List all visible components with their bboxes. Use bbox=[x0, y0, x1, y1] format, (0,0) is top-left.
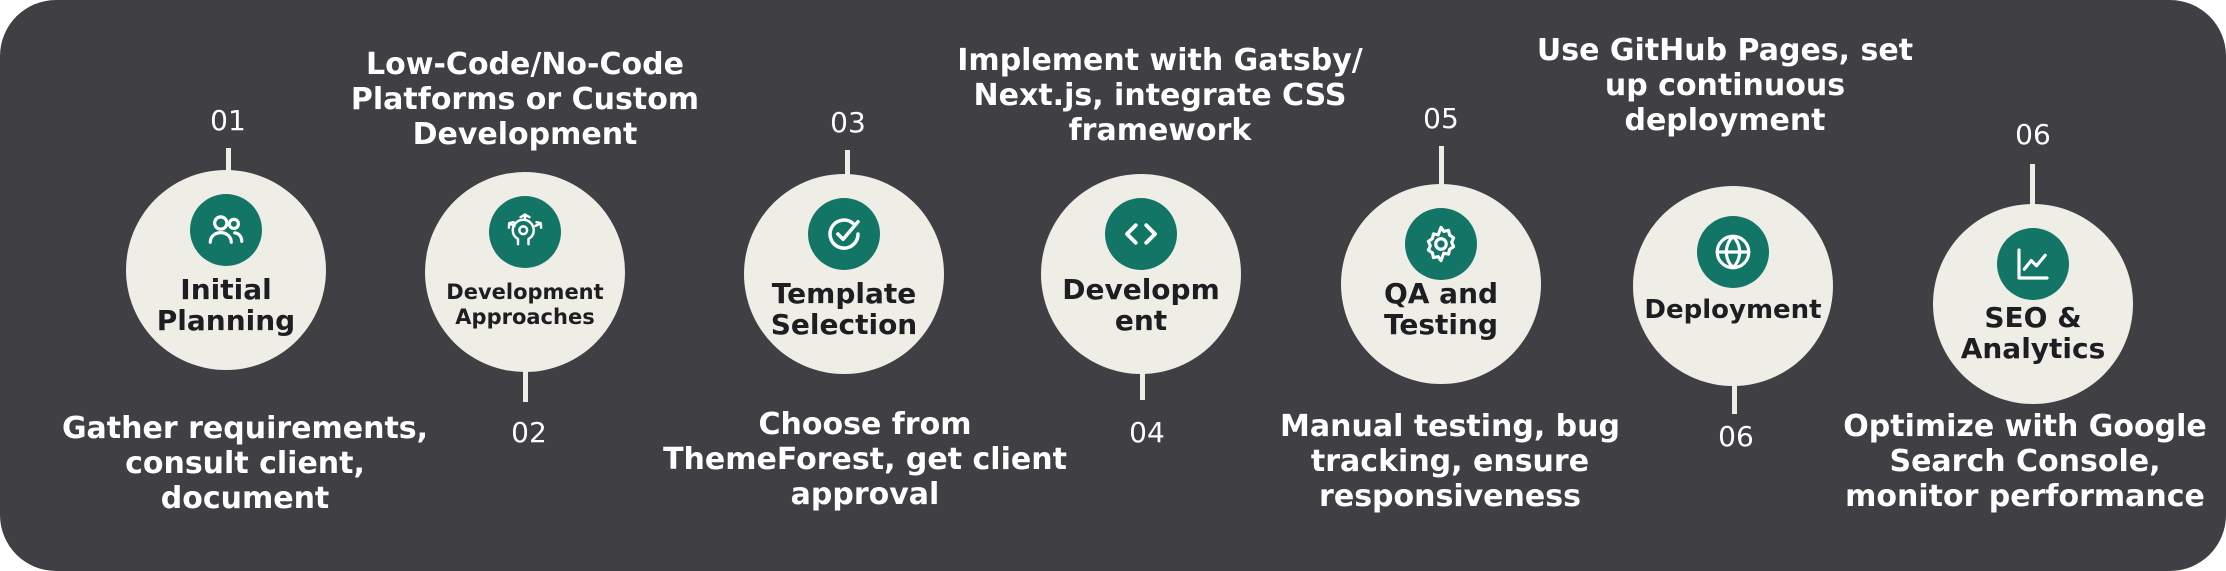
step-number-5: 05 bbox=[1423, 102, 1459, 135]
step-connector-7 bbox=[2030, 164, 2035, 206]
strategy-head-icon bbox=[489, 196, 561, 268]
gear-icon bbox=[1405, 208, 1477, 280]
step-circle-4: Developm ent bbox=[1041, 174, 1241, 374]
step-connector-2 bbox=[523, 356, 528, 402]
step-description-6: Use GitHub Pages, set up continuous depl… bbox=[1536, 33, 1914, 138]
step-label-2: Development Approaches bbox=[446, 280, 604, 330]
step-connector-1 bbox=[226, 148, 231, 172]
step-label-7: SEO & Analytics bbox=[1960, 301, 2106, 366]
step-connector-5 bbox=[1439, 146, 1444, 186]
step-label-5: QA and Testing bbox=[1383, 277, 1499, 342]
step-label-6: Deployment bbox=[1644, 295, 1822, 325]
step-circle-5: QA and Testing bbox=[1341, 184, 1541, 384]
step-number-6: 06 bbox=[1718, 420, 1754, 453]
users-icon bbox=[190, 194, 262, 266]
step-number-4: 04 bbox=[1129, 416, 1165, 449]
globe-icon bbox=[1697, 216, 1769, 288]
step-label-1: Initial Planning bbox=[156, 273, 296, 338]
step-circle-1: Initial Planning bbox=[126, 170, 326, 370]
step-description-3: Choose from ThemeForest, get client appr… bbox=[663, 407, 1067, 512]
code-icon bbox=[1105, 198, 1177, 270]
step-connector-3 bbox=[845, 150, 850, 176]
step-description-1: Gather requirements, consult client, doc… bbox=[61, 411, 429, 516]
step-number-2: 02 bbox=[511, 416, 547, 449]
step-circle-6: Deployment bbox=[1633, 186, 1833, 386]
step-connector-4 bbox=[1140, 356, 1145, 400]
step-number-1: 01 bbox=[210, 104, 246, 137]
step-description-2: Low-Code/No-Code Platforms or Custom Dev… bbox=[350, 47, 700, 152]
step-number-3: 03 bbox=[830, 106, 866, 139]
step-description-4: Implement with Gatsby/ Next.js, integrat… bbox=[957, 43, 1363, 148]
step-circle-3: Template Selection bbox=[744, 174, 944, 374]
chart-line-icon bbox=[1997, 228, 2069, 300]
step-connector-6 bbox=[1732, 368, 1737, 414]
step-circle-7: SEO & Analytics bbox=[1933, 204, 2133, 404]
step-description-5: Manual testing, bug tracking, ensure res… bbox=[1280, 409, 1620, 514]
step-label-3: Template Selection bbox=[770, 277, 918, 342]
step-number-7: 06 bbox=[2015, 118, 2051, 151]
check-badge-icon bbox=[808, 198, 880, 270]
step-circle-2: Development Approaches bbox=[425, 172, 625, 372]
step-label-4: Developm ent bbox=[1062, 273, 1220, 338]
step-description-7: Optimize with Google Search Console, mon… bbox=[1843, 409, 2207, 514]
